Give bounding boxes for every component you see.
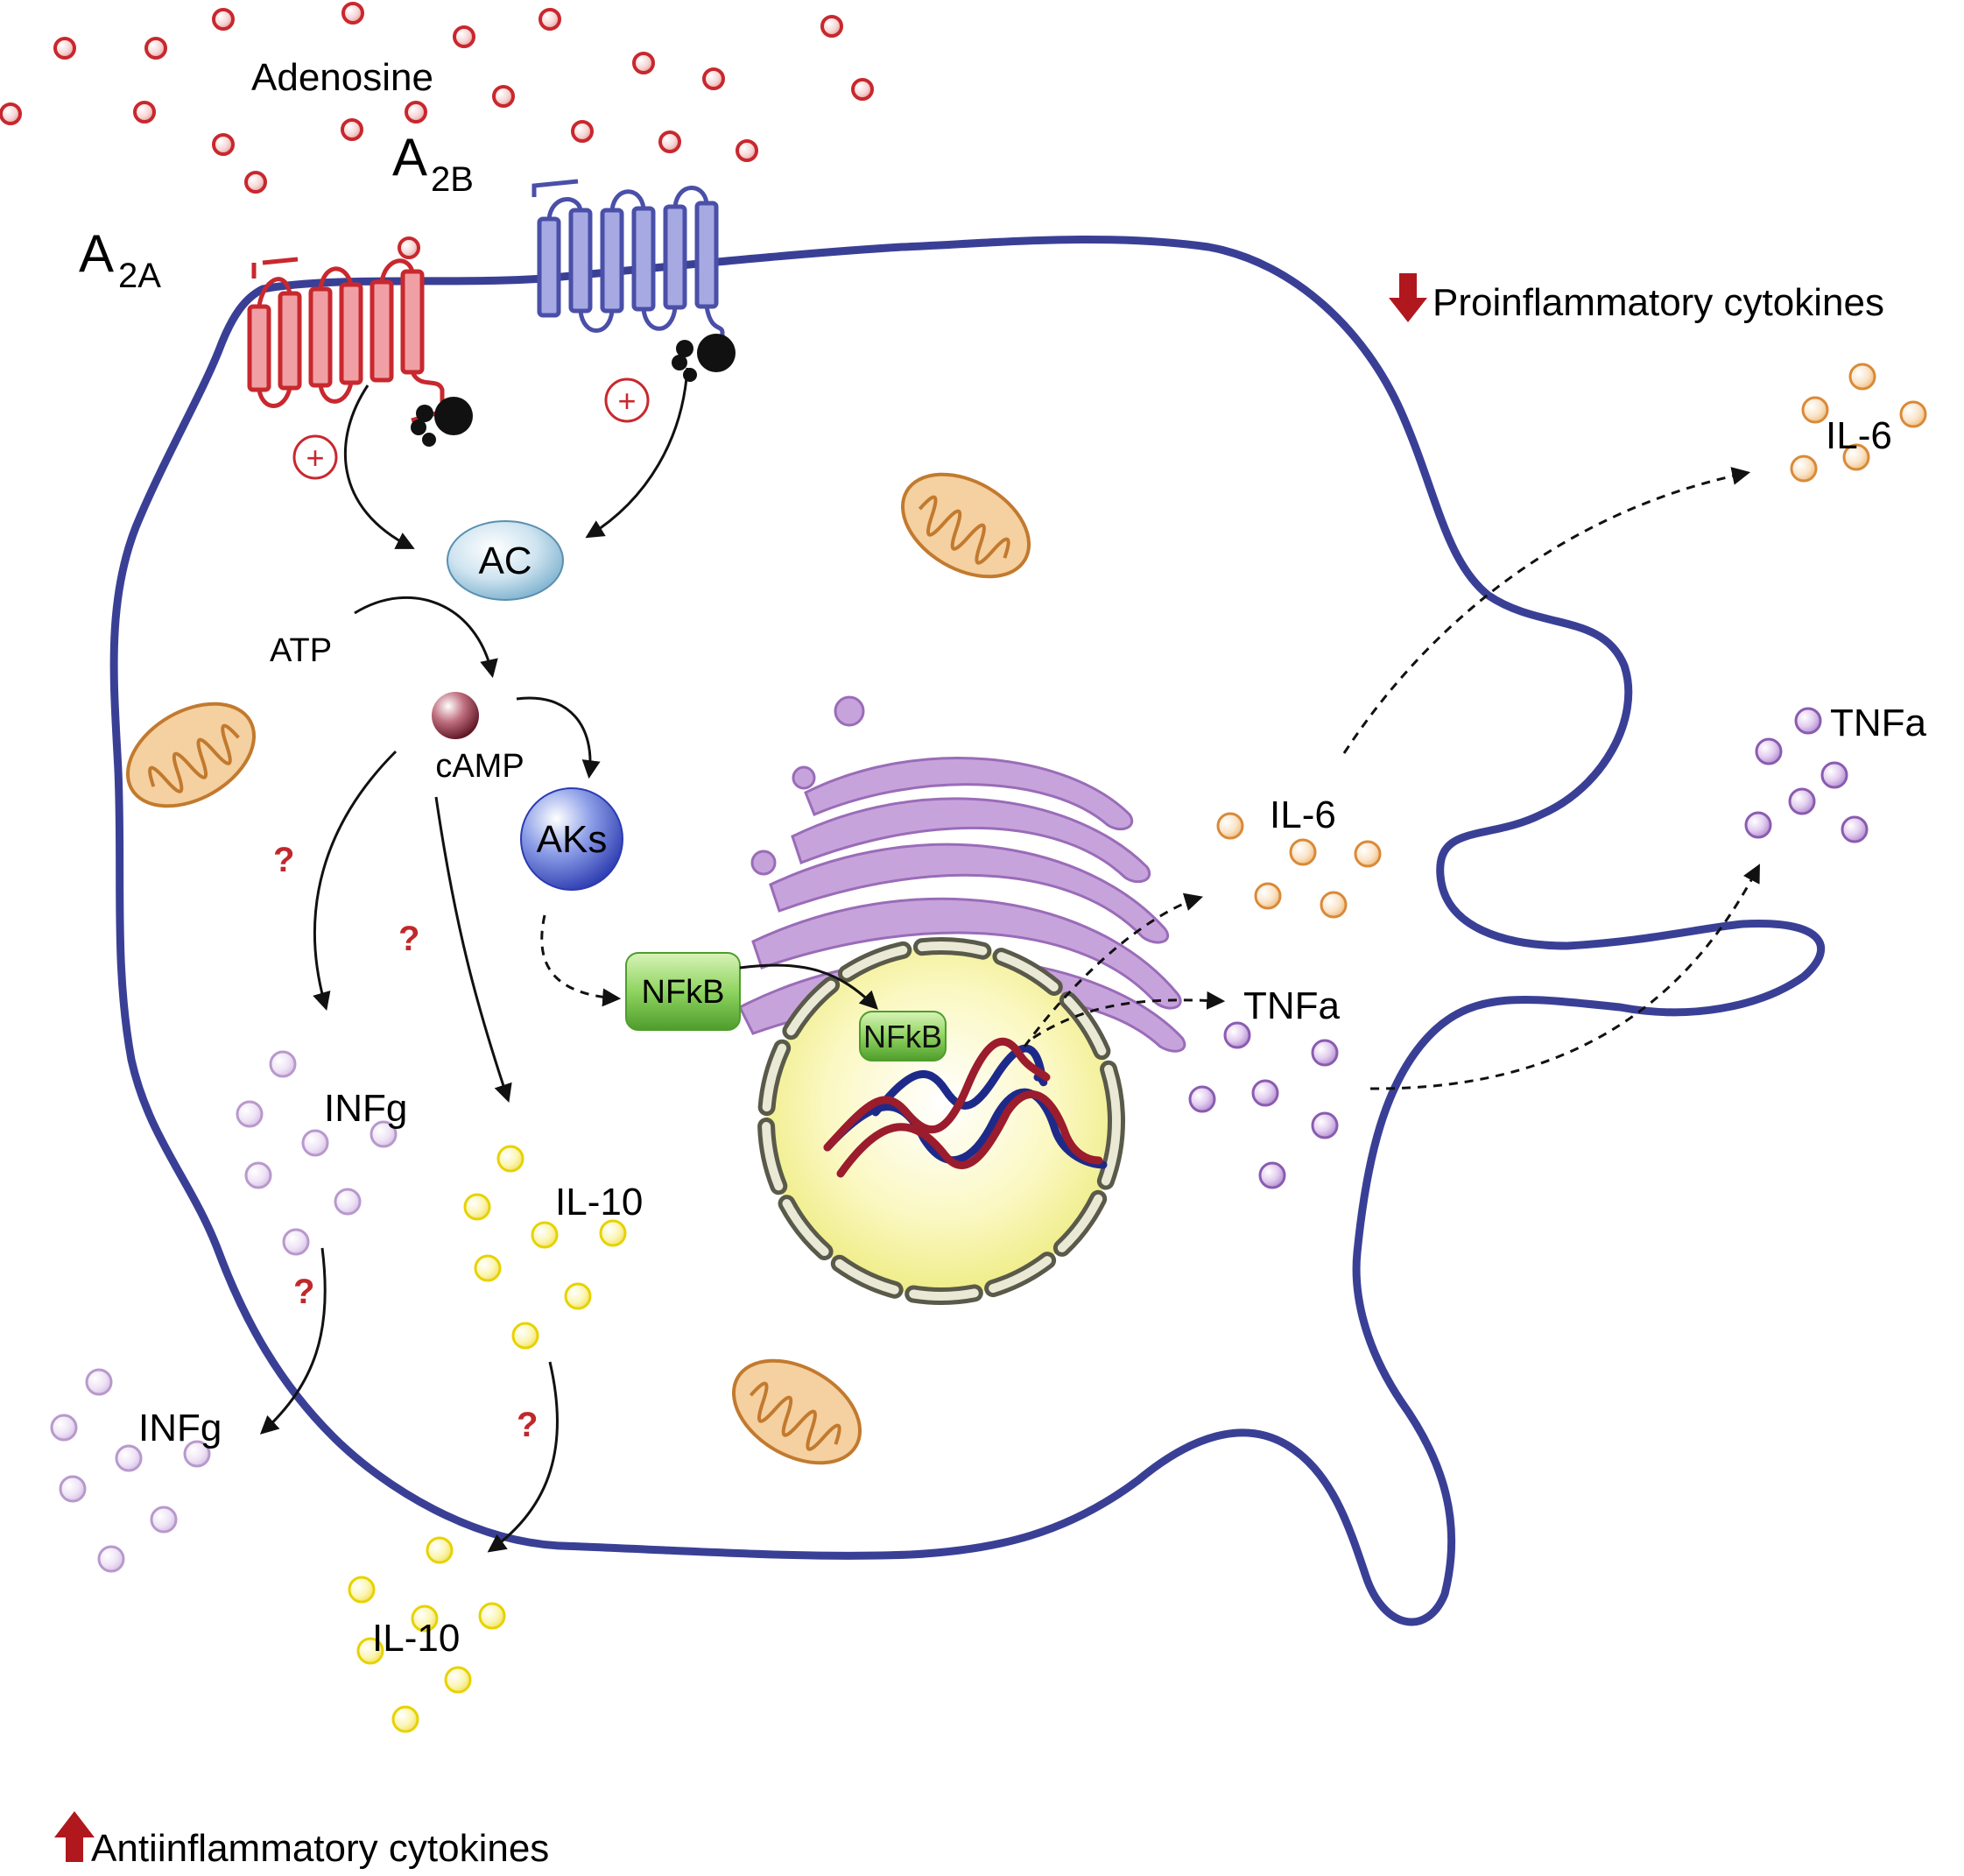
arrow-aks-to-nfkb [540, 914, 622, 1007]
il10-molecules-inside [463, 1145, 627, 1350]
svg-text:AKs: AKs [537, 818, 608, 861]
tnfa-inside-label: TNFa [1243, 984, 1341, 1027]
cell-membrane [109, 235, 1825, 1626]
question-mark-2: ? [398, 920, 419, 958]
plus-sign-a2b: + [604, 377, 650, 423]
arrow-a2a-to-ac [344, 384, 415, 549]
svg-text:2A: 2A [118, 257, 161, 295]
il10-inside-label: IL-10 [555, 1181, 643, 1224]
nucleus [757, 937, 1125, 1305]
svg-text:A: A [79, 224, 114, 283]
arrow-infg-secretion [259, 1247, 327, 1435]
arrow-nucleus-to-tnfa [1032, 991, 1226, 1040]
arrow-camp-to-infg [313, 750, 398, 1012]
arrow-il10-secretion [487, 1361, 559, 1553]
plus-sign-a2a: + [292, 434, 338, 480]
a2a-receptor [247, 257, 445, 423]
svg-text:2B: 2B [431, 160, 474, 199]
svg-text:NFkB: NFkB [642, 974, 725, 1011]
il10-outside-label: IL-10 [372, 1617, 460, 1660]
ac-enzyme: AC [447, 520, 564, 601]
tnfa-molecules-outside [1744, 707, 1869, 843]
up-arrow-icon [54, 1811, 95, 1862]
arrow-a2b-to-ac [585, 367, 689, 539]
question-mark-3: ? [293, 1273, 314, 1311]
arrow-camp-to-aks [516, 696, 601, 779]
question-mark-1: ? [273, 841, 294, 879]
mitochondrion-top [900, 472, 1031, 579]
il6-molecules-inside [1216, 812, 1382, 919]
a2a-g-protein [411, 397, 473, 447]
infg-inside-label: INFg [324, 1087, 407, 1130]
infg-outside-label: INFg [138, 1407, 222, 1449]
atp-label: ATP [270, 632, 332, 669]
il6-molecules-outside [1790, 363, 1927, 483]
nfkb-cytoplasm: NFkB [625, 952, 741, 1031]
infg-molecules-inside [236, 1050, 398, 1256]
a2b-label: A 2B [392, 128, 474, 199]
down-arrow-icon [1389, 273, 1427, 322]
aks-kinase: AKs [520, 787, 623, 891]
svg-text:NFkB: NFkB [863, 1019, 942, 1054]
mitochondrion-left [125, 702, 257, 808]
question-mark-4: ? [517, 1406, 538, 1444]
proinflammatory-legend: Proinflammatory cytokines [1433, 281, 1884, 324]
nfkb-nucleus: NFkB [859, 1011, 947, 1061]
il10-molecules-outside [348, 1536, 506, 1733]
svg-text:+: + [306, 440, 324, 476]
a2b-g-protein [672, 334, 736, 382]
tnfa-molecules-inside [1188, 1021, 1339, 1189]
a2a-label: A 2A [79, 224, 161, 295]
infg-molecules-outside [50, 1368, 211, 1573]
antiinflammatory-legend: Antiinflammatory cytokines [91, 1827, 549, 1870]
svg-text:+: + [617, 383, 636, 419]
dna-strand [823, 1037, 1108, 1178]
mitochondrion-bottom [731, 1358, 862, 1465]
arrow-il6-secretion [1342, 467, 1751, 754]
arrow-nfkb-to-nucleus [739, 963, 878, 1010]
arrow-camp-to-il10 [434, 796, 512, 1103]
arrow-nucleus-to-il6 [1023, 892, 1204, 1047]
a2b-receptor [531, 179, 725, 357]
tnfa-outside-label: TNFa [1830, 702, 1927, 744]
il6-outside-label: IL-6 [1826, 414, 1892, 457]
arrow-atp-to-camp [354, 596, 498, 679]
svg-text:AC: AC [478, 540, 531, 582]
arrow-tnfa-secretion [1369, 864, 1760, 1090]
adenosine-molecules [0, 2, 874, 259]
svg-text:A: A [392, 128, 427, 187]
adenosine-label: Adenosine [251, 56, 433, 99]
il6-inside-label: IL-6 [1270, 793, 1336, 836]
svg-text:cAMP: cAMP [435, 748, 524, 785]
camp-molecule: cAMP [432, 692, 524, 785]
